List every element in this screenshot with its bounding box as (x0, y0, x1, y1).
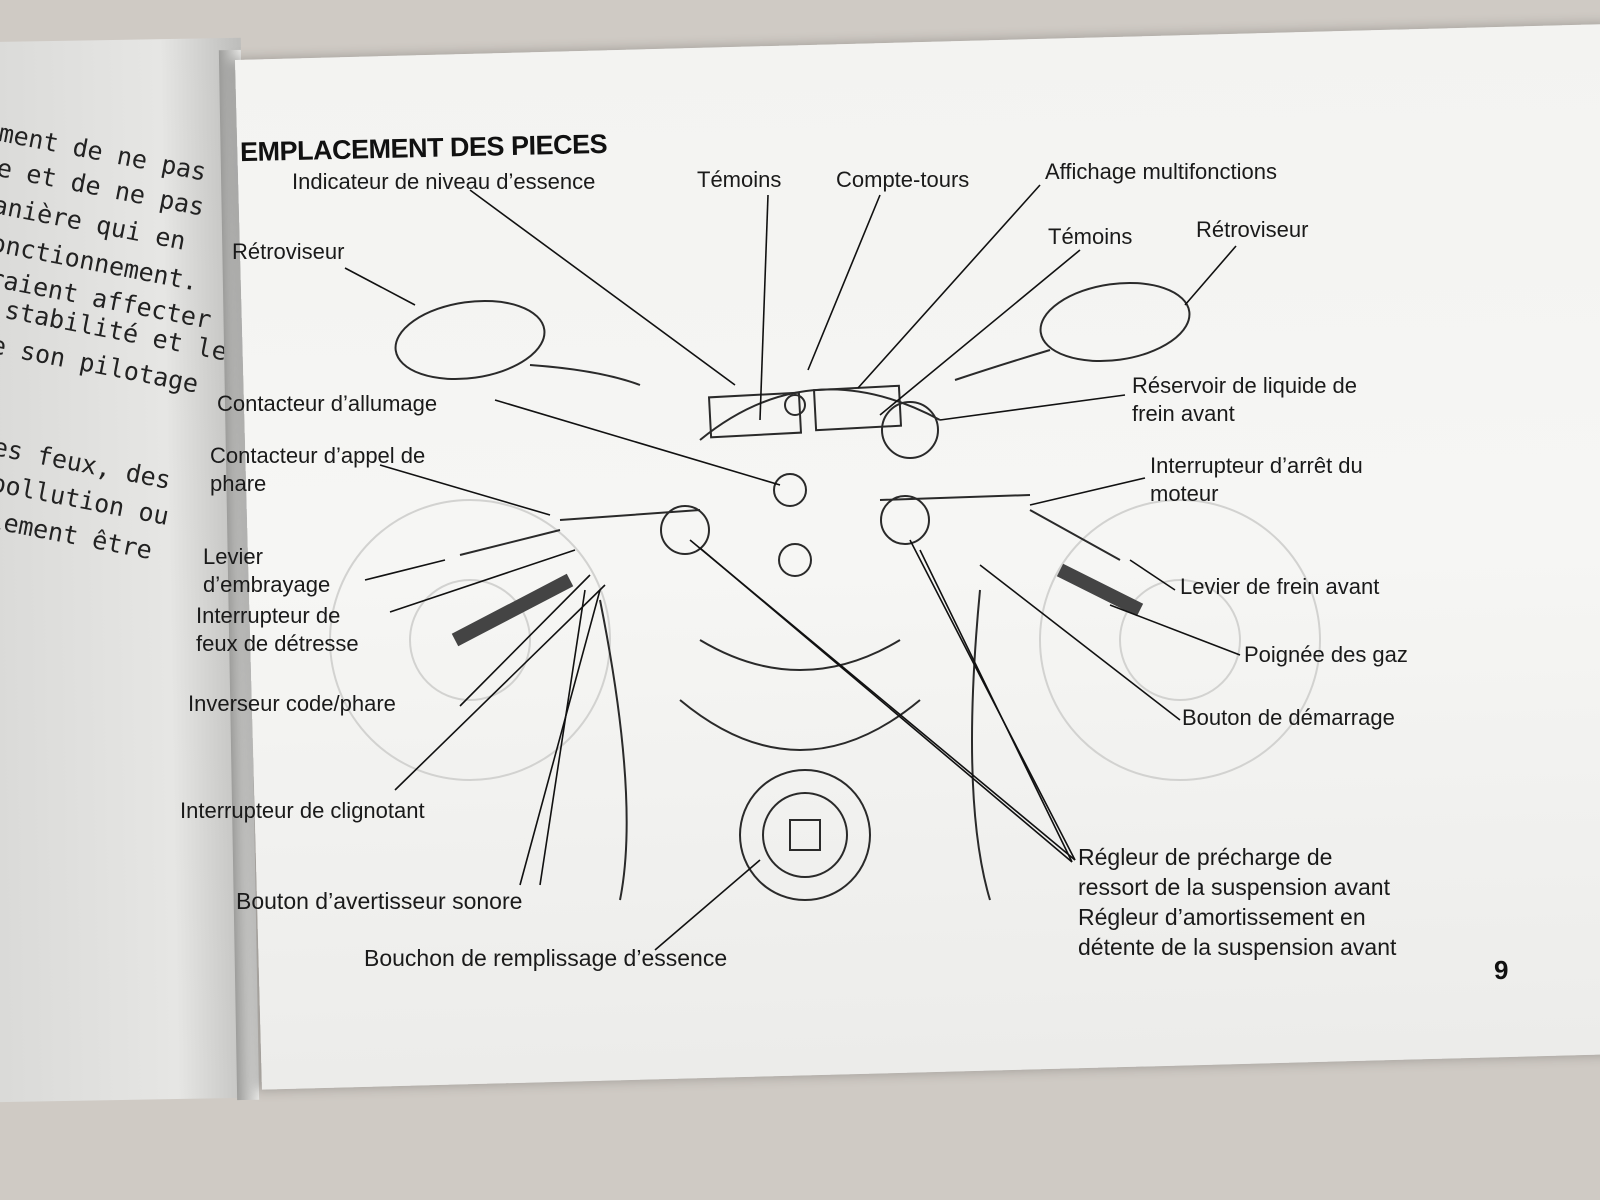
label-line: Contacteur d’appel de (210, 443, 426, 468)
label-line: Interrupteur d’arrêt du (1150, 453, 1363, 478)
right-mirror (1039, 281, 1191, 363)
label-passing-light-switch: Contacteur d’appel de phare (210, 442, 425, 498)
label-line: détente de la suspension avant (1078, 934, 1397, 960)
label-fuel-gauge: Indicateur de niveau d’essence (292, 169, 596, 194)
label-mirror-left: Rétroviseur (232, 239, 345, 264)
page-number: 9 (1494, 955, 1509, 985)
label-horn-button: Bouton d’avertisseur sonore (236, 888, 523, 914)
handlebar-drawing (394, 281, 1191, 901)
label-ignition-switch: Contacteur d’allumage (217, 391, 438, 416)
label-front-brake-lever: Levier de frein avant (1180, 574, 1380, 599)
label-multifunction-display: Affichage multifonctions (1045, 159, 1277, 184)
label-throttle-grip: Poignée des gaz (1244, 642, 1408, 667)
label-line: Réservoir de liquide de (1132, 373, 1358, 398)
label-line: ressort de la suspension avant (1078, 874, 1390, 900)
label-dimmer-switch: Inverseur code/phare (188, 691, 396, 716)
label-line: frein avant (1132, 401, 1235, 426)
label-suspension-adjusters: Régleur de précharge de ressort de la su… (1078, 842, 1396, 962)
leader-lines (344, 184, 1241, 951)
label-line: Régleur de précharge de (1078, 844, 1333, 870)
label-start-button: Bouton de démarrage (1182, 705, 1395, 730)
ignition (773, 473, 807, 507)
label-line: phare (210, 471, 267, 496)
label-fuel-fill-cap: Bouchon de remplissage d’essence (364, 945, 728, 971)
label-engine-stop-switch: Interrupteur d’arrêt du moteur (1150, 452, 1363, 508)
left-mirror (394, 299, 546, 381)
label-brake-fluid-reservoir: Réservoir de liquide de frein avant (1132, 372, 1357, 428)
label-line: Régleur d’amortissement en (1078, 904, 1366, 930)
label-indicators-right: Témoins (1048, 224, 1133, 249)
label-clutch-lever: Levier d’embrayage (203, 543, 330, 599)
label-hazard-switch: Interrupteur de feux de détresse (196, 602, 359, 658)
label-line: moteur (1150, 481, 1219, 506)
label-line: Levier (203, 544, 263, 569)
bleed-through-drawing (329, 499, 1321, 781)
label-line: feux de détresse (196, 631, 359, 656)
label-turn-signal-switch: Interrupteur de clignotant (180, 798, 425, 823)
label-line: d’embrayage (203, 572, 331, 597)
fuel-cap-drawing (739, 769, 871, 901)
brake-reservoir (881, 401, 939, 459)
label-line: Interrupteur de (196, 603, 341, 628)
label-indicators-top: Témoins (697, 167, 782, 192)
label-tachometer: Compte-tours (836, 167, 970, 192)
label-mirror-right: Rétroviseur (1196, 217, 1309, 242)
